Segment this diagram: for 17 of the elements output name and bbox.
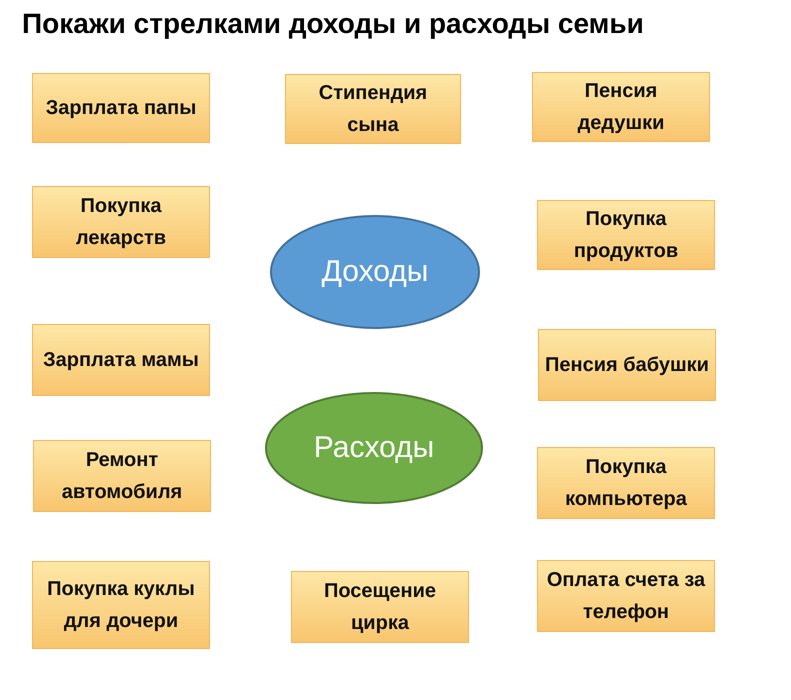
item-card: Оплата счета за телефон: [537, 560, 715, 632]
item-card: Зарплата мамы: [32, 324, 210, 396]
item-card: Зарплата папы: [32, 73, 210, 143]
item-card: Покупка лекарств: [32, 186, 210, 258]
category-ellipse: [270, 215, 480, 329]
item-card: Покупка продуктов: [537, 200, 715, 270]
item-card: Посещение цирка: [291, 571, 469, 643]
item-card: Покупка куклы для дочери: [32, 561, 210, 649]
category-ellipse: [265, 392, 483, 504]
item-card: Ремонт автомобиля: [33, 440, 211, 512]
item-card: Покупка компьютера: [537, 447, 715, 519]
ellipse-label: Доходы: [322, 255, 428, 289]
title: Покажи стрелками доходы и расходы семьи: [22, 8, 644, 40]
item-card: Стипендия сына: [285, 74, 461, 144]
item-card: Пенсия дедушки: [532, 72, 710, 142]
item-card: Пенсия бабушки: [538, 329, 716, 401]
ellipse-label: Расходы: [314, 431, 434, 465]
